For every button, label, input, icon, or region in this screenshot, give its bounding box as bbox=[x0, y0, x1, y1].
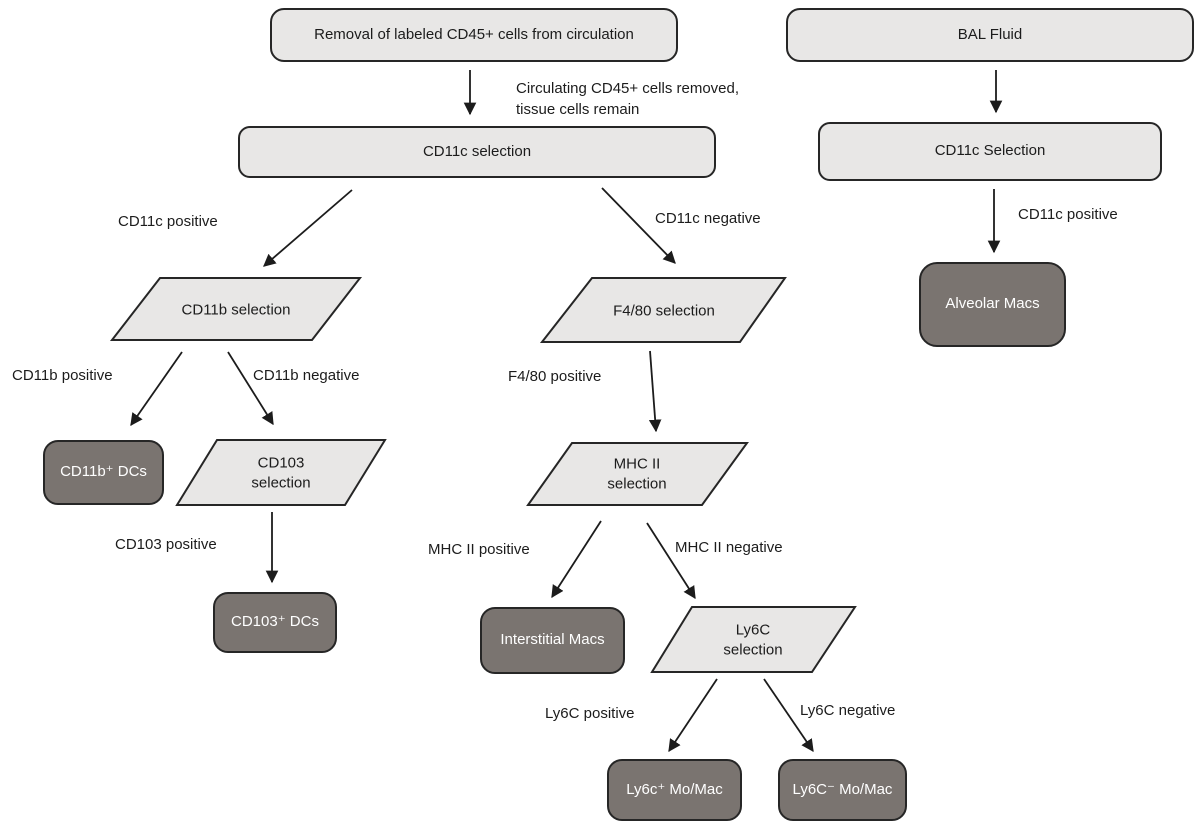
node-ly6c-pos-momac: Ly6c⁺ Mo/Mac bbox=[607, 759, 742, 821]
label-ly6c-positive: Ly6C positive bbox=[545, 705, 635, 722]
label-cd103-selection: CD103 selection bbox=[251, 454, 311, 492]
label-cd11b-selection: CD11b selection bbox=[181, 301, 291, 319]
label-cd11c-positive-right: CD11c positive bbox=[1018, 206, 1118, 223]
node-ly6c-neg-momac: Ly6C⁻ Mo/Mac bbox=[778, 759, 907, 821]
arrow-mhcii-to-ly6c bbox=[646, 522, 696, 600]
label-ly6c-selection: Ly6C selection bbox=[723, 621, 783, 659]
label-mhcii-negative: MHC II negative bbox=[675, 539, 783, 556]
node-removal-cd45: Removal of labeled CD45+ cells from circ… bbox=[270, 8, 678, 62]
label-mhcii-positive: MHC II positive bbox=[428, 541, 530, 558]
node-bal-fluid: BAL Fluid bbox=[786, 8, 1194, 62]
arrow-f480-to-mhcii bbox=[648, 350, 662, 433]
arrow-ly6c-to-ly6cpos bbox=[668, 678, 718, 753]
label-mhcii-selection: MHC II selection bbox=[607, 455, 667, 493]
node-alveolar-macs: Alveolar Macs bbox=[919, 262, 1066, 347]
label-cd11c-positive-left: CD11c positive bbox=[118, 213, 218, 230]
label-cd103-positive: CD103 positive bbox=[115, 536, 217, 553]
node-cd11c-selection-left: CD11c selection bbox=[238, 126, 716, 178]
node-cd11b-dcs: CD11b⁺ DCs bbox=[43, 440, 164, 505]
label-f480-positive: F4/80 positive bbox=[508, 368, 602, 385]
node-cd11c-selection-right: CD11c Selection bbox=[818, 122, 1162, 181]
label-circulating-note: Circulating CD45+ cells removed, tissue … bbox=[516, 80, 740, 118]
arrow-cd11b-to-cd103 bbox=[227, 351, 274, 426]
label-cd11c-negative: CD11c negative bbox=[655, 210, 761, 227]
arrow-mhcii-to-interstitial bbox=[551, 520, 602, 599]
label-cd11b-negative: CD11b negative bbox=[253, 367, 360, 384]
node-cd103-dcs: CD103⁺ DCs bbox=[213, 592, 337, 653]
arrow-cd11c-to-cd11b bbox=[263, 189, 353, 267]
arrow-cd11b-to-cd11bdcs bbox=[130, 351, 183, 427]
label-ly6c-negative: Ly6C negative bbox=[800, 702, 896, 719]
label-f480-selection: F4/80 selection bbox=[613, 302, 715, 320]
node-interstitial-macs: Interstitial Macs bbox=[480, 607, 625, 674]
label-cd11b-positive: CD11b positive bbox=[12, 367, 113, 384]
